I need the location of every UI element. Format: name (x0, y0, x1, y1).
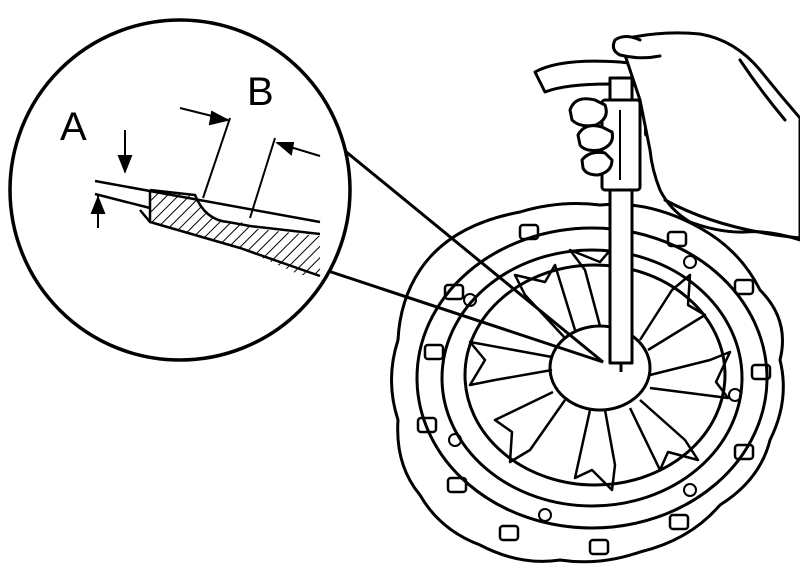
callout-circle (8, 18, 352, 362)
diaphragm-hub (548, 324, 652, 412)
wear-groove-profile (149, 188, 321, 236)
finger-section-hatched (150, 190, 320, 275)
dimension-a (90, 130, 133, 228)
hand-finger-1 (568, 97, 608, 128)
diaphragm-fingers (468, 246, 732, 492)
cover-rim-inner (440, 248, 744, 508)
cover-rim-outer (415, 226, 769, 530)
magnified-callout: A B (8, 18, 604, 364)
clutch-cover-icon (390, 202, 785, 564)
hand-thumb (611, 35, 662, 60)
hand-finger-3 (580, 150, 614, 177)
hand-finger-2 (576, 124, 614, 152)
hand-icon (568, 31, 800, 242)
cover-rivets (448, 255, 742, 522)
label-a: A (60, 105, 87, 149)
reference-surface (94, 179, 321, 224)
dimension-b (179, 107, 321, 219)
callout-pointer (294, 108, 604, 364)
diaphragm-ring (463, 263, 727, 487)
label-b: B (247, 70, 274, 114)
finger-bottom (139, 209, 321, 278)
